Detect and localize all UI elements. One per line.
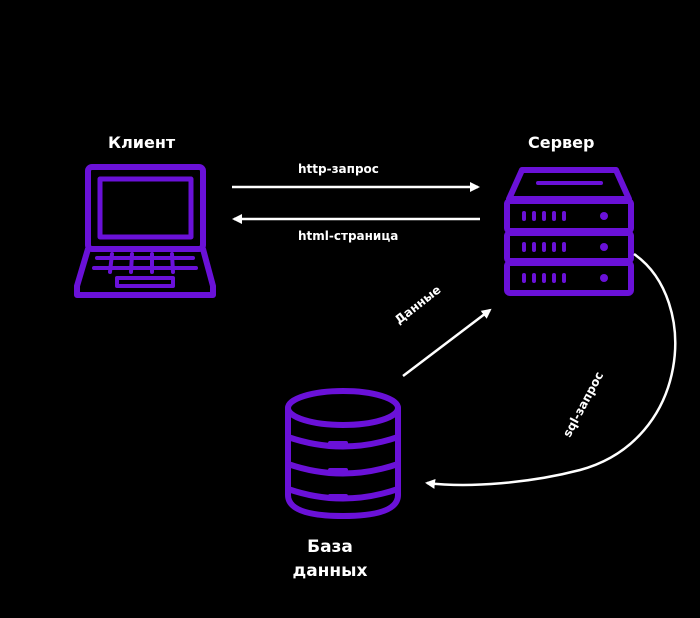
database-icon [285,388,401,519]
edge-data [402,308,492,377]
database-label: База данных [280,535,380,583]
laptop-screen [97,176,194,240]
laptop-icon [74,164,216,298]
laptop-base [74,246,216,298]
laptop-screen-frame [85,164,206,252]
server-rack-icon [504,167,634,296]
db-body [285,405,401,519]
db-indicators [328,441,348,498]
http-request-label: http-запрос [298,162,379,176]
client-label: Клиент [108,133,176,152]
db-ring-1 [285,434,401,450]
laptop-keyboard [92,252,198,288]
db-ring-3 [285,486,401,502]
database-label-line1: База [307,537,353,557]
server-leds [600,212,608,282]
db-ring-2 [285,461,401,477]
db-top [285,388,401,428]
edge-sql-query [425,252,677,489]
html-page-label: html-страница [298,229,399,243]
database-label-line2: данных [292,561,368,581]
server-label: Сервер [528,133,595,152]
server-indicators [522,211,566,283]
